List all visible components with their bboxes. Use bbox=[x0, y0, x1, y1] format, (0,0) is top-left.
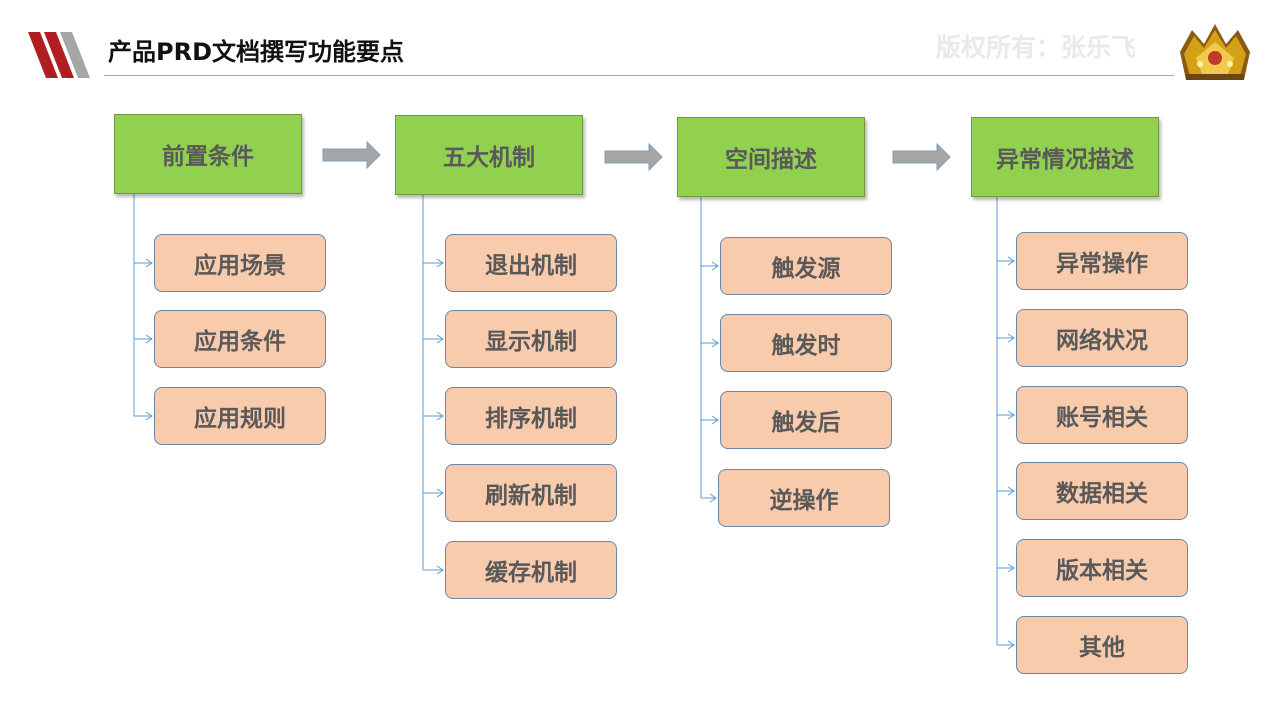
connector-arrowhead bbox=[709, 493, 717, 503]
detail-item-box: 触发时 bbox=[720, 314, 892, 372]
detail-item-box: 异常操作 bbox=[1016, 232, 1188, 290]
detail-item-box: 数据相关 bbox=[1016, 462, 1188, 520]
detail-item-box: 网络状况 bbox=[1016, 309, 1188, 367]
detail-item-box: 触发源 bbox=[720, 237, 892, 295]
connector-arrowhead bbox=[145, 334, 153, 344]
detail-item-box: 显示机制 bbox=[445, 310, 617, 368]
stage-box: 异常情况描述 bbox=[971, 117, 1159, 197]
connector-arrowhead bbox=[1007, 333, 1015, 343]
connector-arrowhead bbox=[711, 261, 719, 271]
copyright-watermark: 版权所有：张乐飞 bbox=[936, 33, 1137, 62]
connector-arrowhead bbox=[436, 488, 444, 498]
connector-arrowhead bbox=[1007, 256, 1015, 266]
connector-arrowhead bbox=[711, 415, 719, 425]
page-title: 产品PRD文档撰写功能要点 bbox=[108, 38, 404, 66]
detail-item-box: 缓存机制 bbox=[445, 541, 617, 599]
detail-item-box: 退出机制 bbox=[445, 234, 617, 292]
stage-box: 五大机制 bbox=[395, 115, 583, 195]
connector-arrowhead bbox=[436, 258, 444, 268]
stage-box: 前置条件 bbox=[114, 114, 302, 194]
detail-item-box: 版本相关 bbox=[1016, 539, 1188, 597]
connector-arrowhead bbox=[436, 565, 444, 575]
detail-item-box: 账号相关 bbox=[1016, 386, 1188, 444]
detail-item-box: 排序机制 bbox=[445, 387, 617, 445]
connector-arrowhead bbox=[436, 411, 444, 421]
right-arrow-icon bbox=[604, 142, 663, 172]
right-arrow-icon bbox=[322, 140, 381, 170]
stage-box: 空间描述 bbox=[677, 117, 865, 197]
detail-item-box: 逆操作 bbox=[718, 469, 890, 527]
golden-crown-emblem-icon bbox=[1180, 24, 1250, 80]
title-divider bbox=[104, 75, 1174, 76]
connector-arrowhead bbox=[1007, 410, 1015, 420]
connector-arrowhead bbox=[1007, 486, 1015, 496]
connector-arrowhead bbox=[1007, 563, 1015, 573]
connector-arrowhead bbox=[711, 338, 719, 348]
right-arrow-icon bbox=[892, 142, 951, 172]
detail-item-box: 应用条件 bbox=[154, 310, 326, 368]
detail-item-box: 触发后 bbox=[720, 391, 892, 449]
detail-item-box: 应用场景 bbox=[154, 234, 326, 292]
connector-arrowhead bbox=[1007, 640, 1015, 650]
detail-item-box: 其他 bbox=[1016, 616, 1188, 674]
detail-item-box: 应用规则 bbox=[154, 387, 326, 445]
detail-item-box: 刷新机制 bbox=[445, 464, 617, 522]
logo-left bbox=[28, 32, 90, 78]
connector-arrowhead bbox=[145, 258, 153, 268]
connector-arrowhead bbox=[436, 334, 444, 344]
connector-arrowhead bbox=[145, 411, 153, 421]
